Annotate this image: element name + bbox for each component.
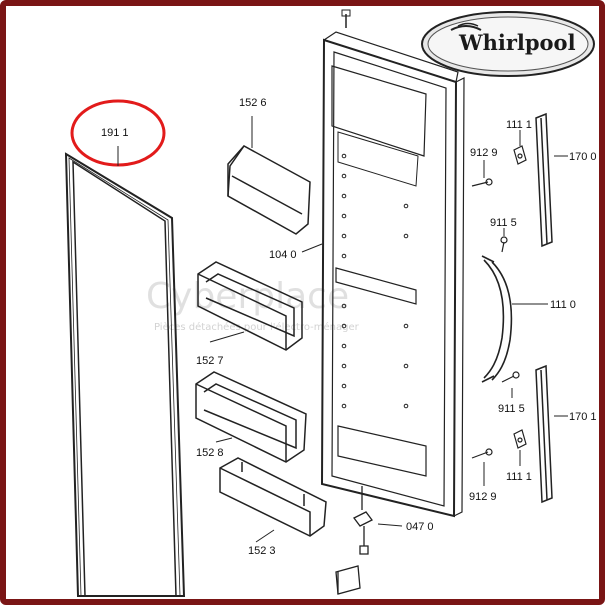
door-liner	[320, 9, 465, 518]
watermark-subtext: Pièces détachées pour l'électro-ménager	[154, 321, 360, 333]
door-handle	[481, 255, 548, 383]
label-1523: 152 3	[248, 545, 276, 557]
screw-lower	[471, 448, 493, 486]
label-1911: 191 1	[101, 127, 129, 139]
label-1701: 170 1	[569, 411, 597, 423]
screw-upper	[471, 160, 493, 187]
hinge	[335, 486, 403, 595]
label-1111-upper: 111 1	[506, 119, 532, 131]
dairy-cover	[227, 116, 311, 235]
exploded-parts-diagram: Cyberplace Pièces détachées pour l'élect…	[64, 9, 597, 597]
label-9115-upper: 911 5	[490, 217, 517, 229]
clip-upper	[513, 130, 527, 165]
trim-strip-lower	[535, 364, 568, 504]
label-1526: 152 6	[239, 97, 267, 109]
label-1040: 104 0	[269, 249, 297, 261]
leader-1040	[301, 243, 323, 253]
label-9129-upper: 912 9	[470, 147, 498, 159]
door-gasket	[64, 152, 186, 597]
door-bin-lower	[219, 457, 327, 543]
label-1527: 152 7	[196, 355, 224, 367]
label-1111-lower: 111 1	[506, 471, 532, 483]
label-9129-lower: 912 9	[469, 491, 497, 503]
door-bin-middle	[195, 371, 307, 463]
screw-mid-lower	[501, 371, 520, 398]
door-bin-upper	[197, 261, 303, 351]
label-1700: 170 0	[569, 151, 597, 163]
label-9115-lower: 911 5	[498, 403, 525, 415]
clip-lower	[513, 429, 527, 466]
label-1110: 111 0	[550, 299, 576, 311]
screw-mid-upper	[500, 228, 508, 253]
label-1528: 152 8	[196, 447, 224, 459]
watermark: Cyberplace	[146, 276, 349, 317]
whirlpool-logo: Whirlpool	[421, 11, 595, 77]
trim-strip-upper	[535, 112, 568, 248]
label-0470: 047 0	[406, 521, 434, 533]
logo-text: Whirlpool	[458, 30, 576, 55]
